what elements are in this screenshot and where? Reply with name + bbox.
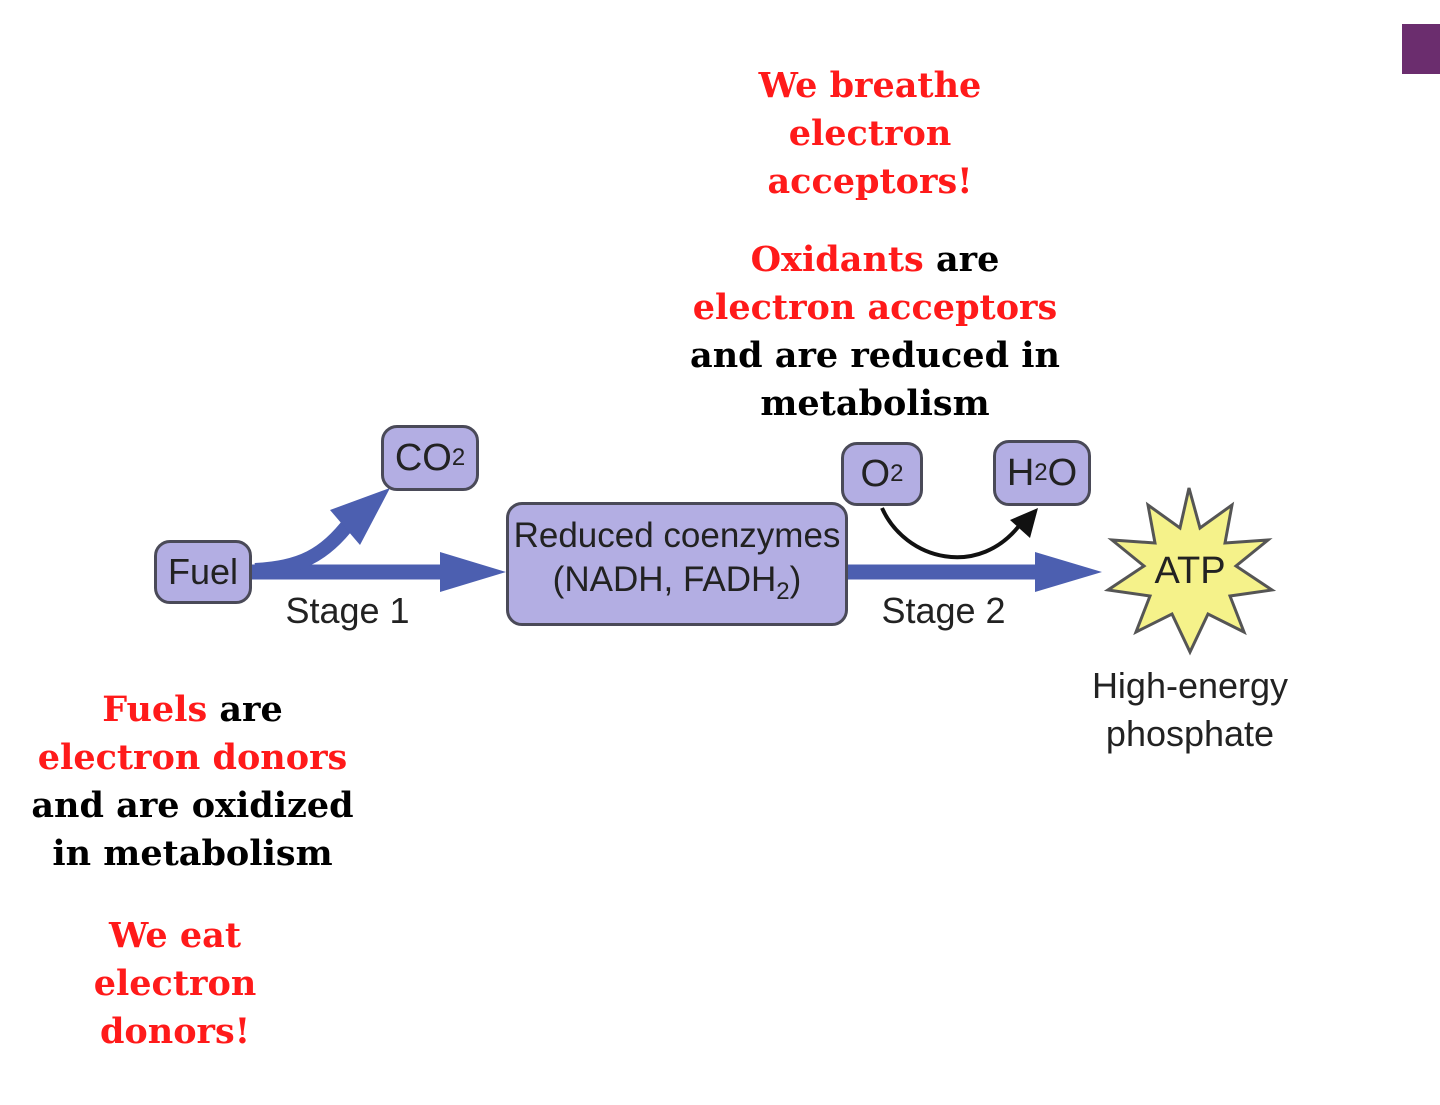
oxidants-term: Oxidants — [750, 239, 924, 280]
co2-branch-head — [330, 488, 390, 545]
eat-note: We eat electron donors! — [40, 912, 310, 1056]
coenzymes-box: Reduced coenzymes (NADH, FADH2) — [506, 502, 848, 626]
fuels-term: Fuels — [102, 689, 208, 730]
h2o-subscript: 2 — [1034, 459, 1048, 486]
h2o-label-h: H — [1006, 451, 1035, 494]
oxidants-are: are — [923, 239, 1000, 280]
oxygen-to-water-arrow — [880, 507, 1024, 560]
oxidants-line-2: electron acceptors — [692, 287, 1058, 328]
breathe-line-3: acceptors! — [767, 161, 973, 202]
stage1-arrow-head — [440, 552, 506, 592]
fuel-label: Fuel — [167, 551, 239, 592]
eat-line-1: We eat — [108, 915, 242, 956]
stage1-label: Stage 1 — [285, 590, 410, 631]
atp-label: ATP — [1154, 550, 1226, 592]
fuels-are: are — [207, 689, 283, 730]
corner-accent — [1402, 24, 1440, 74]
eat-line-2: electron — [93, 963, 257, 1004]
coenzymes-line-2-close: ) — [789, 560, 802, 599]
oxidants-line-3: and are reduced in — [690, 335, 1060, 376]
breathe-line-2: electron — [788, 113, 952, 154]
co2-subscript: 2 — [451, 444, 466, 471]
h2o-label-o: O — [1047, 451, 1078, 494]
o2-subscript: 2 — [890, 460, 904, 487]
co2-label: CO — [394, 436, 452, 479]
fuels-line-2: electron donors — [37, 737, 348, 778]
coenzymes-line-1: Reduced coenzymes — [513, 516, 841, 555]
breathe-note: We breathe electron acceptors! — [700, 62, 1040, 206]
oxygen-to-water-arrowhead — [1010, 508, 1038, 538]
stage2-label: Stage 2 — [881, 590, 1006, 631]
coenzymes-line-2: (NADH, FADH2) — [553, 558, 802, 614]
fuel-box: Fuel — [154, 540, 252, 604]
atp-caption: High-energy phosphate — [1080, 662, 1300, 758]
atp-caption-line-2: phosphate — [1105, 713, 1275, 754]
co2-branch-shaft — [254, 517, 356, 577]
coenzymes-subscript: 2 — [776, 578, 790, 605]
o2-label: O — [860, 452, 891, 495]
oxidants-note: Oxidants are electron acceptors and are … — [660, 236, 1090, 428]
stage2-arrow-head — [1035, 552, 1102, 592]
atp-caption-line-1: High-energy — [1091, 665, 1289, 706]
atp-star-shape — [1103, 487, 1277, 656]
fuels-note: Fuels are electron donors and are oxidiz… — [20, 686, 365, 878]
oxidants-line-4: metabolism — [760, 383, 990, 424]
fuels-line-3: and are oxidized — [31, 785, 354, 826]
coenzymes-line-2-text: (NADH, FADH — [552, 560, 777, 599]
eat-line-3: donors! — [99, 1011, 251, 1052]
fuels-line-4: in metabolism — [52, 833, 333, 874]
breathe-line-1: We breathe — [758, 65, 982, 106]
